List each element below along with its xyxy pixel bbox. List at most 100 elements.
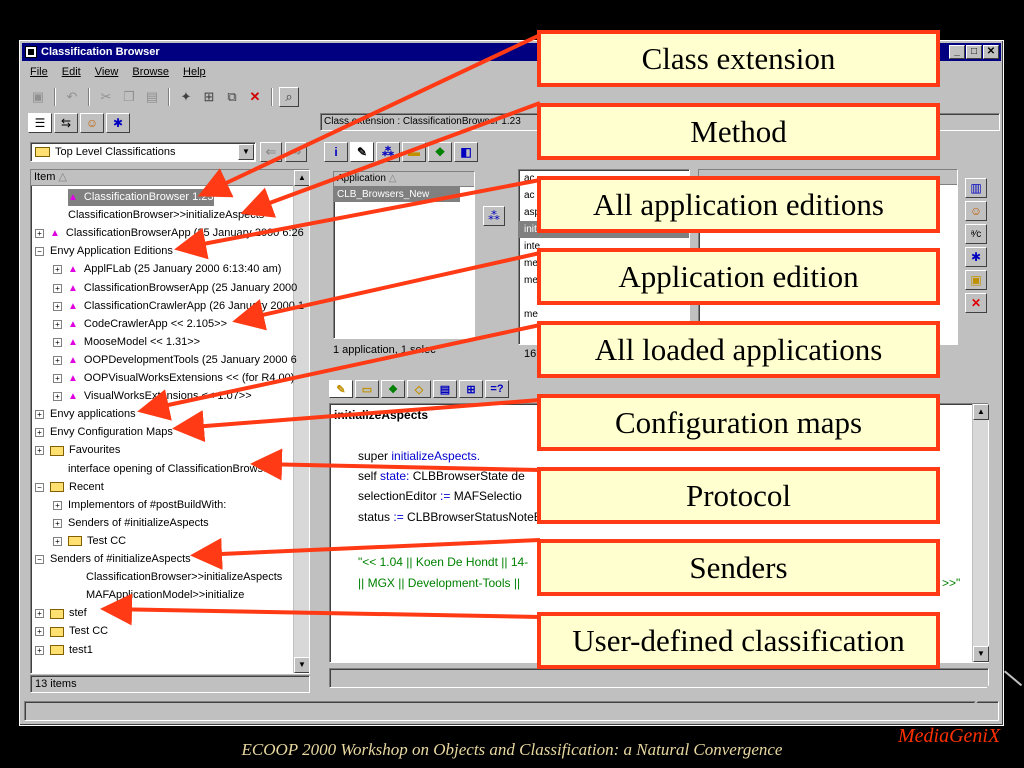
tree-row[interactable]: +Envy applications bbox=[35, 406, 136, 423]
map-icon[interactable]: ❖ bbox=[381, 380, 405, 398]
remove-icon[interactable]: ✕ bbox=[965, 293, 987, 313]
edit-icon[interactable]: ✎ bbox=[350, 142, 374, 162]
list-view-icon[interactable]: ☰ bbox=[28, 113, 52, 133]
info-icon[interactable]: i bbox=[324, 142, 348, 162]
editor-scrollbar[interactable]: ▲ ▼ bbox=[972, 404, 989, 662]
tree-row[interactable]: +Favourites bbox=[35, 442, 120, 459]
menu-browse[interactable]: Browse bbox=[132, 66, 170, 78]
expand-icon[interactable]: + bbox=[35, 410, 44, 420]
forward-button[interactable]: ⇒ bbox=[285, 142, 307, 162]
expand-icon[interactable]: + bbox=[53, 518, 62, 528]
inspect-icon[interactable]: ⌕ bbox=[279, 87, 299, 107]
tree-row[interactable]: +▲ClassificationCrawlerApp (26 January 2… bbox=[53, 298, 304, 315]
menu-file[interactable]: File bbox=[30, 66, 48, 78]
expand-icon[interactable]: + bbox=[53, 283, 62, 293]
tree-row[interactable]: ClassificationBrowser>>initializeAspects bbox=[68, 207, 264, 224]
expand-icon[interactable]: + bbox=[35, 428, 44, 438]
tree-row[interactable]: +▲ApplFLab (25 January 2000 6:13:40 am) bbox=[53, 261, 281, 278]
tree-row[interactable]: +Senders of #initializeAspects bbox=[53, 515, 209, 532]
stack-icon[interactable]: ▤ bbox=[433, 380, 457, 398]
application-list[interactable]: Application △ CLB_Browsers_New bbox=[333, 171, 475, 339]
close-button[interactable]: ✕ bbox=[983, 45, 999, 59]
collapse-icon[interactable]: − bbox=[35, 482, 44, 492]
binder-icon[interactable]: ▣ bbox=[965, 270, 987, 290]
tree-row[interactable]: +test1 bbox=[35, 642, 93, 659]
star-icon[interactable]: ✱ bbox=[106, 113, 130, 133]
menu-edit[interactable]: Edit bbox=[61, 66, 81, 78]
tree-row[interactable]: +▲MooseModel << 1.31>> bbox=[53, 334, 200, 351]
tree-row[interactable]: +▲OOPDevelopmentTools (25 January 2000 6 bbox=[53, 352, 297, 369]
expand-icon[interactable]: + bbox=[53, 265, 62, 275]
minimize-button[interactable]: _ bbox=[949, 45, 965, 59]
copy-icon[interactable]: ❐ bbox=[123, 89, 135, 104]
person-icon[interactable]: ☺ bbox=[965, 201, 987, 221]
undo-icon[interactable]: ↶ bbox=[66, 89, 78, 104]
paste-icon[interactable]: ▤ bbox=[145, 89, 159, 104]
tree-row[interactable]: −Envy Application Editions bbox=[35, 243, 173, 260]
tree-row[interactable]: −Senders of #initializeAspects bbox=[35, 551, 191, 568]
maximize-button[interactable]: □ bbox=[966, 45, 982, 59]
grid-icon[interactable]: ⊞ bbox=[459, 380, 483, 398]
expand-icon[interactable]: + bbox=[53, 301, 62, 311]
pencil-icon[interactable]: ✎ bbox=[329, 380, 353, 398]
tree-row[interactable]: +▲OOPVisualWorksExtensions << (for R4.00… bbox=[53, 370, 294, 387]
tree-row[interactable]: interface opening of ClassificationBrows… bbox=[68, 461, 273, 478]
new-classification-icon[interactable]: ✦ bbox=[180, 89, 192, 104]
tree-row[interactable]: +Implementors of #postBuildWith: bbox=[53, 497, 226, 514]
new-query-icon[interactable]: ⊞ bbox=[203, 89, 215, 104]
star-icon[interactable]: ✱ bbox=[965, 247, 987, 267]
classification-combo[interactable]: Top Level Classifications ▼ bbox=[30, 142, 256, 162]
tree-row[interactable]: +Test CC bbox=[35, 623, 108, 640]
tree-row[interactable]: +Envy Configuration Maps bbox=[35, 424, 173, 441]
chevron-down-icon[interactable]: ▼ bbox=[238, 144, 254, 160]
expand-icon[interactable]: + bbox=[53, 536, 62, 546]
scroll-up-button[interactable]: ▲ bbox=[294, 170, 309, 186]
tree-row[interactable]: −Recent bbox=[35, 479, 104, 496]
expand-icon[interactable]: + bbox=[53, 500, 62, 510]
hierarchy-toggle-icon[interactable]: ⁂ bbox=[483, 206, 505, 226]
tree-row[interactable]: MAFApplicationModel>>initialize bbox=[86, 587, 244, 604]
cut-icon[interactable]: ✂ bbox=[100, 89, 112, 104]
tree-row[interactable]: +Test CC bbox=[53, 533, 126, 550]
swap-icon[interactable]: ⇆ bbox=[54, 113, 78, 133]
folder-icon[interactable]: ▬ bbox=[402, 142, 426, 162]
hierarchy-icon[interactable]: ⁂ bbox=[376, 142, 400, 162]
expand-icon[interactable]: + bbox=[53, 337, 62, 347]
expand-icon[interactable]: + bbox=[35, 645, 44, 655]
tree-row[interactable]: +▲ClassificationBrowserApp (25 January 2… bbox=[53, 280, 297, 297]
tree-row[interactable]: +▲ClassificationBrowserApp (25 January 2… bbox=[35, 225, 304, 242]
collapse-icon[interactable]: − bbox=[35, 247, 44, 257]
expand-icon[interactable]: + bbox=[35, 229, 44, 239]
expand-icon[interactable]: + bbox=[53, 392, 62, 402]
menu-view[interactable]: View bbox=[94, 66, 119, 78]
expand-icon[interactable]: + bbox=[53, 355, 62, 365]
back-button[interactable]: ⇐ bbox=[260, 142, 282, 162]
scroll-up-button[interactable]: ▲ bbox=[973, 404, 989, 420]
tree-row[interactable]: ClassificationBrowser>>initializeAspects bbox=[86, 569, 282, 586]
expand-icon[interactable]: + bbox=[35, 609, 44, 619]
new-window-icon[interactable]: ⧉ bbox=[227, 89, 237, 104]
expand-icon[interactable]: + bbox=[35, 446, 44, 456]
columns-icon[interactable]: ▥ bbox=[965, 178, 987, 198]
tree-row[interactable]: +▲VisualWorksExtensions << 1.07>> bbox=[53, 388, 252, 405]
tree-scrollbar[interactable]: ▲ ▼ bbox=[293, 170, 309, 673]
compare-icon[interactable]: =? bbox=[485, 380, 509, 398]
expand-icon[interactable]: + bbox=[53, 319, 62, 329]
scroll-down-button[interactable]: ▼ bbox=[973, 646, 989, 662]
tree-row[interactable]: ▲ClassificationBrowser 1.23 bbox=[68, 189, 214, 206]
tree-row[interactable]: +▲CodeCrawlerApp << 2.105>> bbox=[53, 316, 227, 333]
application-column-header[interactable]: Application △ bbox=[334, 172, 474, 187]
tree-row[interactable]: +stef bbox=[35, 605, 87, 622]
collapse-icon[interactable]: − bbox=[35, 555, 44, 564]
menu-help[interactable]: Help bbox=[183, 66, 206, 78]
note-icon[interactable]: ▭ bbox=[355, 380, 379, 398]
person-icon[interactable]: ☺ bbox=[80, 113, 104, 133]
expand-icon[interactable]: + bbox=[35, 627, 44, 637]
application-item[interactable]: CLB_Browsers_New bbox=[334, 187, 460, 202]
delete-icon[interactable]: ✕ bbox=[249, 89, 261, 104]
tag-icon[interactable]: ◇ bbox=[407, 380, 431, 398]
rename-icon[interactable]: ᵃ⁄c bbox=[965, 224, 987, 244]
map-icon[interactable]: ❖ bbox=[428, 142, 452, 162]
save-icon[interactable]: ▣ bbox=[31, 89, 45, 104]
